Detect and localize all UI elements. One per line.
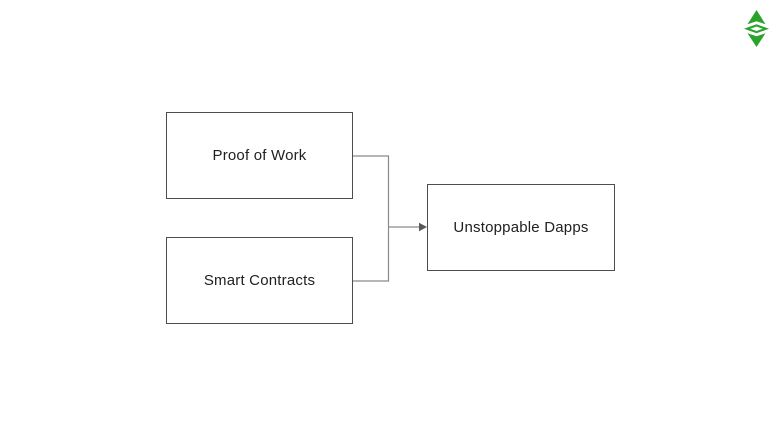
edge-proof-of-work <box>353 155 390 227</box>
edge-smart-contracts <box>353 227 390 282</box>
node-smart-contracts: Smart Contracts <box>166 237 353 324</box>
node-unstoppable-dapps: Unstoppable Dapps <box>427 184 615 271</box>
node-proof-of-work-label: Proof of Work <box>212 147 307 164</box>
ethereum-classic-icon <box>744 10 769 47</box>
arrowhead-icon <box>419 222 427 232</box>
node-proof-of-work: Proof of Work <box>166 112 353 199</box>
node-smart-contracts-label: Smart Contracts <box>203 272 316 289</box>
node-unstoppable-dapps-label: Unstoppable Dapps <box>453 219 589 236</box>
